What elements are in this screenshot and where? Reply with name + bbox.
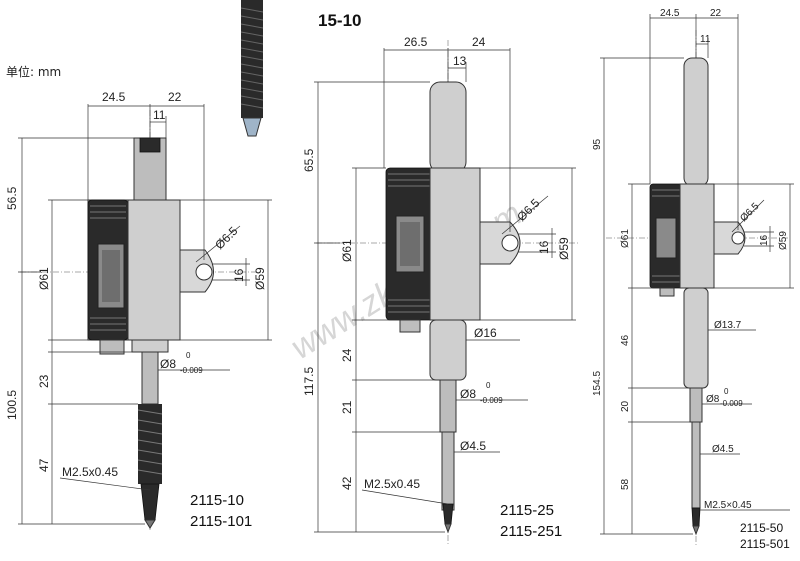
model-left-1: 2115-10 [190,492,244,509]
model-left-2: 2115-101 [190,513,252,530]
spring-plunger-top [240,0,264,137]
dim-mid-h5: 42 [340,476,354,490]
dim-mid-h2: 117.5 [302,367,316,396]
dim-mid-h3: 24 [340,348,354,362]
dim-right-dia59: Ø59 [778,231,789,250]
dim-mid-16: 16 [537,240,551,254]
model-mid-1: 2115-25 [500,502,554,519]
model-right-1: 2115-50 [740,521,783,535]
dim-left-top1: 24.5 [102,90,126,104]
dim-right-h5: 58 [620,478,631,490]
dim-left-thread: M2.5x0.45 [62,465,118,479]
dim-right-tol-up: 0 [724,387,729,396]
dim-right-dia61: Ø61 [620,229,631,248]
dim-left-dia59: Ø59 [253,267,267,290]
dim-right-top1: 24.5 [660,8,680,19]
dim-left-16: 16 [232,268,246,282]
dim-left-stem: Ø8 [160,357,176,371]
dim-right-stem: Ø8 [706,394,720,405]
dim-mid-h1: 65.5 [302,148,316,172]
dim-mid-dia59: Ø59 [557,237,571,260]
dim-left-h4: 47 [37,458,51,472]
dim-mid-stem: Ø8 [460,387,476,401]
dim-right-h3: 46 [620,334,631,346]
dim-left-dia61: Ø61 [37,267,51,290]
dim-left-top3: 11 [153,108,166,122]
indicator-right [606,30,790,545]
dim-mid-h4: 21 [340,400,354,414]
dim-left-h1: 56.5 [5,186,19,210]
dim-right-top2: 22 [710,8,722,19]
dim-left-tol-dn: -0.009 [180,366,203,375]
dim-right-dia65: Ø6.5 [738,201,761,224]
dim-mid-top2: 24 [472,35,486,49]
dim-left-dia65: Ø6.5 [212,224,241,253]
dim-mid-tol-up: 0 [486,381,491,390]
dim-left-h3: 23 [37,374,51,388]
dim-mid-thread: M2.5x0.45 [364,477,420,491]
dim-mid-top1: 26.5 [404,35,428,49]
dim-left-tol-up: 0 [186,351,191,360]
dim-right-h4: 20 [620,400,631,412]
dim-right-dia45: Ø4.5 [712,444,734,455]
model-right-2: 2115-501 [740,537,790,551]
dim-mid-dia61: Ø61 [340,239,354,262]
dim-right-h1: 95 [592,138,603,150]
dim-left-h2: 100.5 [5,390,19,420]
dim-mid-dia65: Ø6.5 [514,196,543,225]
page-title: 15-10 [318,11,361,30]
dim-left-top2: 22 [168,90,182,104]
dim-right-tol-dn: -0.009 [720,399,743,408]
indicator-middle [316,40,580,545]
dim-mid-tol-dn: -0.009 [480,396,503,405]
dim-right-thread: M2.5×0.45 [704,500,752,511]
dim-right-dia137: Ø13.7 [714,320,742,331]
unit-label: 单位: mm [6,64,61,79]
dims-left: 24.5 22 11 56.5 100.5 Ø61 23 47 Ø6.5 16 … [5,90,272,530]
dim-mid-dia16: Ø16 [474,326,497,340]
dims-middle: 26.5 24 13 65.5 117.5 Ø61 24 21 42 Ø6.5 … [302,35,576,540]
model-mid-2: 2115-251 [500,523,562,540]
dim-right-top3: 11 [700,34,711,45]
dim-right-16: 16 [759,234,770,246]
indicator-left [20,110,260,530]
dim-right-h2: 154.5 [592,371,603,396]
dim-mid-top3: 13 [453,54,467,68]
dim-mid-dia45: Ø4.5 [460,439,486,453]
